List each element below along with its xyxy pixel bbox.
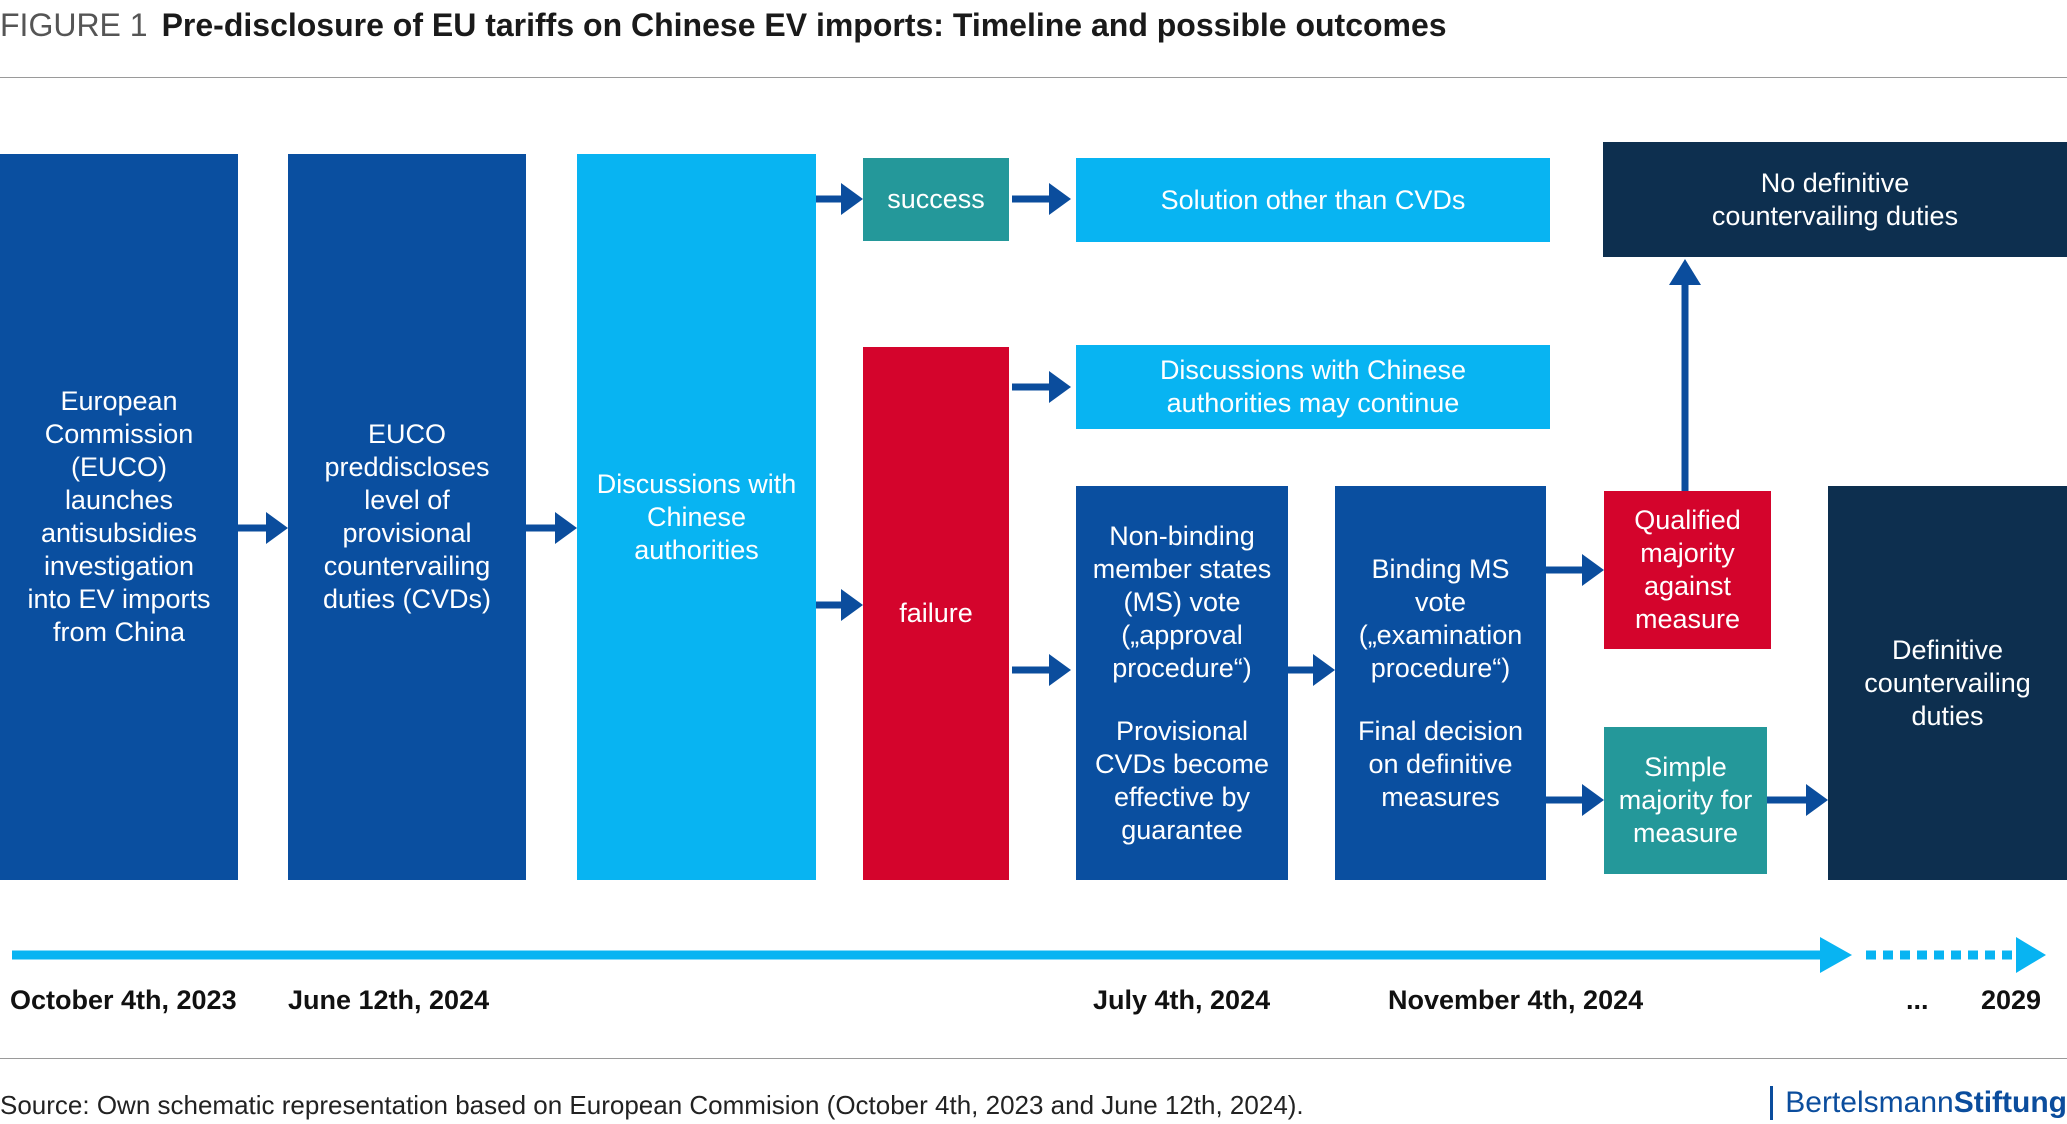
arrowhead xyxy=(555,512,577,544)
bertelsmann-logo: BertelsmannStiftung xyxy=(1770,1086,2067,1120)
timeline-date: July 4th, 2024 xyxy=(1093,985,1271,1015)
box-text: Discussions with Chinese authorities may… xyxy=(1159,355,1467,418)
box-no-definitive: No definitive countervailing duties xyxy=(1603,142,2067,257)
box-solution-other: Solution other than CVDs xyxy=(1076,158,1550,242)
box-euco-predisclose: EUCO preddiscloses level of provisional … xyxy=(288,154,526,880)
arrowhead xyxy=(266,512,288,544)
source-note: Source: Own schematic representation bas… xyxy=(0,1090,1304,1120)
bottom-rule xyxy=(0,1058,2067,1059)
box-text: Discussions with Chinese authorities xyxy=(596,468,797,565)
box-failure: failure xyxy=(863,347,1009,880)
box-discussions-continue: Discussions with Chinese authorities may… xyxy=(1076,345,1550,429)
box-text: Final decision on definitive measures xyxy=(1357,715,1524,812)
arrowhead xyxy=(1049,371,1071,403)
arrowhead xyxy=(841,589,863,621)
arrowhead xyxy=(1806,784,1828,816)
box-discussions: Discussions with Chinese authorities xyxy=(577,154,816,880)
box-text: success xyxy=(887,184,985,214)
box-text: EUCO preddiscloses level of provisional … xyxy=(322,419,492,614)
timeline-date: ... xyxy=(1906,985,1929,1015)
timeline-arrowhead xyxy=(1820,937,1852,973)
timeline-date: June 12th, 2024 xyxy=(288,985,490,1015)
timeline-date: November 4th, 2024 xyxy=(1388,985,1644,1015)
figure-title: FIGURE 1 Pre-disclosure of EU tariffs on … xyxy=(0,6,1447,44)
box-definitive: Definitive countervailing duties xyxy=(1828,486,2067,880)
arrowhead xyxy=(1669,259,1701,285)
box-text: European Commission (EUCO) launches anti… xyxy=(27,386,211,647)
figure-label: FIGURE 1 xyxy=(0,7,148,43)
box-nonbinding-vote: Non-binding member states (MS) vote („ap… xyxy=(1076,486,1288,880)
timeline-end-arrowhead xyxy=(2016,937,2046,973)
box-text: Non-binding member states (MS) vote („ap… xyxy=(1092,520,1272,683)
arrowhead xyxy=(1049,183,1071,215)
box-euco-launch: European Commission (EUCO) launches anti… xyxy=(0,154,238,880)
box-text: Binding MS vote („examination procedure“… xyxy=(1358,553,1523,683)
box-text: failure xyxy=(899,598,973,628)
arrowhead xyxy=(841,183,863,215)
box-binding-vote: Binding MS vote („examination procedure“… xyxy=(1335,486,1546,880)
timeline-date: 2029 xyxy=(1981,985,2042,1015)
top-rule xyxy=(0,77,2067,78)
box-success: success xyxy=(863,158,1009,241)
box-text: Definitive countervailing duties xyxy=(1864,634,2031,731)
arrowhead xyxy=(1582,554,1604,586)
arrowhead xyxy=(1049,654,1071,686)
logo-part-bold: Stiftung xyxy=(1953,1086,2067,1119)
box-qualified-majority: Qualified majority against measure xyxy=(1604,491,1771,649)
timeline-date: October 4th, 2023 xyxy=(10,985,237,1015)
arrowhead xyxy=(1313,654,1335,686)
figure-heading: Pre-disclosure of EU tariffs on Chinese … xyxy=(161,7,1447,43)
logo-part: Bertelsmann xyxy=(1785,1086,1954,1119)
box-text: Simple majority for measure xyxy=(1618,752,1753,848)
box-text: Solution other than CVDs xyxy=(1160,184,1466,215)
box-simple-majority: Simple majority for measure xyxy=(1604,727,1767,874)
box-text: No definitive countervailing duties xyxy=(1711,167,1959,231)
box-text: Qualified majority against measure xyxy=(1634,505,1741,634)
arrowhead xyxy=(1582,784,1604,816)
box-text: Provisional CVDs become effective by gua… xyxy=(1094,715,1270,845)
